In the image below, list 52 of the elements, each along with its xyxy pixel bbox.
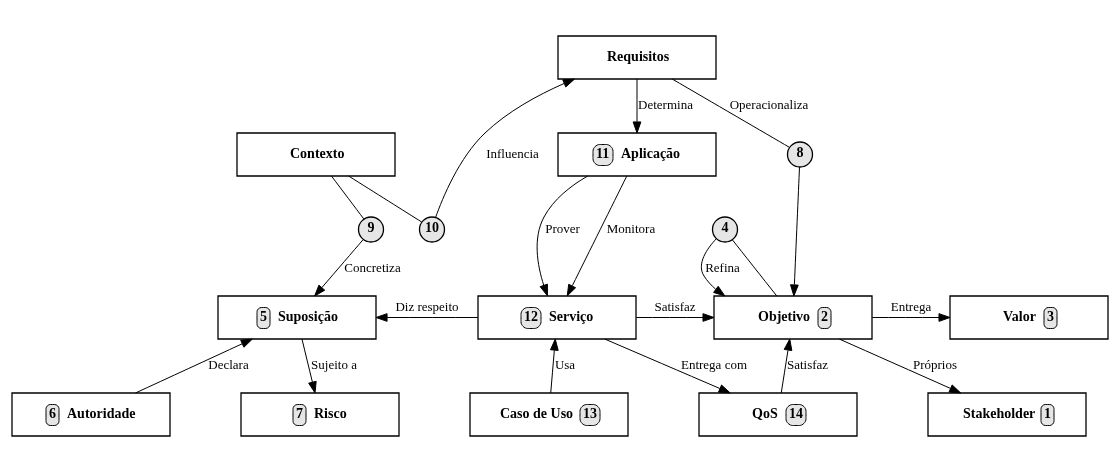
arrow bbox=[604, 338, 731, 393]
node-box: Caso de Uso 13 bbox=[469, 391, 629, 437]
edge-label: Monitora bbox=[606, 220, 656, 236]
connector bbox=[348, 175, 423, 223]
arrow bbox=[435, 78, 575, 218]
edge-label: Satisfaz bbox=[786, 356, 829, 372]
edge-label: Próprios bbox=[912, 356, 958, 372]
node-box: Valor 3 bbox=[949, 294, 1109, 340]
arrow bbox=[550, 338, 559, 393]
arrow bbox=[635, 312, 715, 322]
edge-label: Refina bbox=[705, 259, 740, 275]
connector bbox=[671, 78, 790, 148]
connector bbox=[731, 238, 778, 296]
node-box: Contexto bbox=[236, 131, 396, 177]
arrow bbox=[536, 175, 589, 296]
edge-label: Usa bbox=[554, 356, 576, 372]
edge-label: Operacionaliza bbox=[729, 96, 809, 112]
node-box: QoS 14 bbox=[698, 391, 858, 437]
connector bbox=[331, 175, 365, 219]
node-circle: 10 bbox=[418, 215, 446, 243]
edge-label: Diz respeito bbox=[395, 298, 459, 314]
node-box: 6 Autoridade bbox=[11, 391, 171, 437]
arrow bbox=[135, 338, 253, 393]
node-circle: 8 bbox=[786, 140, 814, 168]
edge-label: Entrega bbox=[890, 298, 932, 314]
arrow bbox=[314, 238, 364, 296]
node-box: Stakeholder 1 bbox=[927, 391, 1087, 437]
node-circle: 9 bbox=[357, 215, 385, 243]
node-box: Objetivo 2 bbox=[713, 294, 873, 340]
edge-label: Sujeito a bbox=[311, 356, 357, 372]
edge-label: Determina bbox=[638, 96, 693, 112]
arrow bbox=[566, 175, 628, 296]
edge-label: Influencia bbox=[486, 145, 539, 161]
edge-label: Entrega com bbox=[680, 356, 748, 372]
edge-label: Concretiza bbox=[344, 259, 401, 275]
node-box: Requisitos bbox=[557, 34, 717, 80]
arrow bbox=[871, 312, 951, 322]
arrow bbox=[780, 338, 793, 393]
arrow bbox=[301, 338, 317, 393]
edge-label: Prover bbox=[545, 220, 580, 236]
arrow bbox=[375, 312, 479, 322]
node-circle: 4 bbox=[711, 215, 739, 243]
node-box: 7 Risco bbox=[240, 391, 400, 437]
arrow bbox=[838, 338, 962, 393]
arrow bbox=[790, 166, 800, 296]
arrow bbox=[632, 78, 642, 133]
arrow bbox=[700, 237, 726, 296]
edge-label: Declara bbox=[208, 356, 249, 372]
edge-label: Satisfaz bbox=[654, 298, 696, 314]
node-box: 5 Suposição bbox=[217, 294, 377, 340]
node-box: 11 Aplicação bbox=[557, 131, 717, 177]
node-box: 12 Serviço bbox=[477, 294, 637, 340]
